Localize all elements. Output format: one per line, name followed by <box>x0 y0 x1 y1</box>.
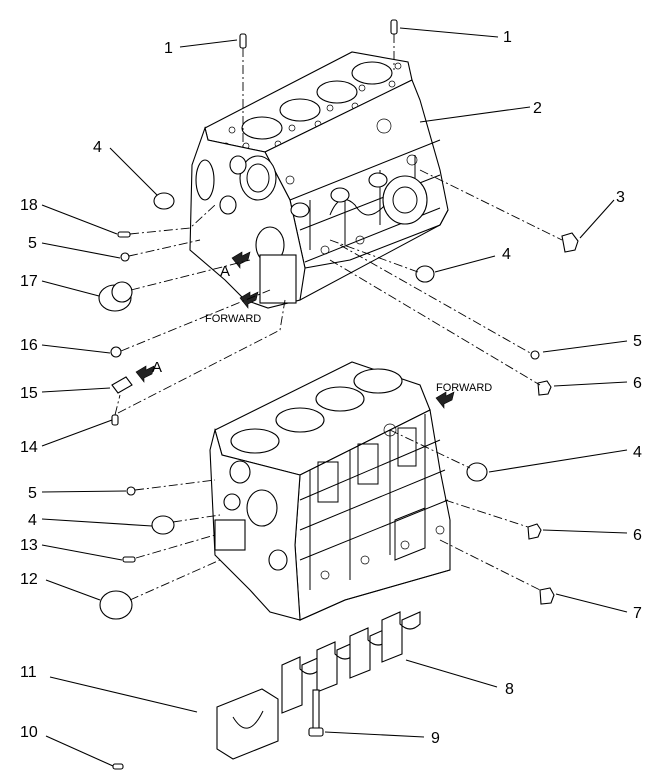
bolt-9 <box>312 689 320 731</box>
forward-arrow-upper-icon <box>239 291 259 309</box>
callout-18: 18 <box>20 197 38 214</box>
dowel-pin-1a <box>239 33 247 49</box>
dowel-13 <box>122 556 136 563</box>
direction-markers: A FORWARD A FORWARD <box>135 251 492 409</box>
expansion-plug-c <box>466 462 488 482</box>
plug-3 <box>561 232 579 253</box>
callout-5a: 5 <box>28 235 37 252</box>
callout-7: 7 <box>633 605 642 622</box>
bearing-cap-8a <box>281 656 321 714</box>
view-a-upper-label: A <box>220 263 230 280</box>
callout-5b: 5 <box>633 333 642 350</box>
plug-5c <box>126 486 136 496</box>
callout-1b: 1 <box>503 29 512 46</box>
expansion-plug-b <box>415 265 435 283</box>
dowel-10 <box>112 763 124 770</box>
callout-6a: 6 <box>633 375 642 392</box>
callout-4b: 4 <box>502 246 511 263</box>
bearing-cap-8b <box>316 641 356 693</box>
dowel-pin-1b <box>390 19 398 35</box>
cylinder-block-lower <box>209 361 451 621</box>
view-a-lower-label: A <box>152 359 162 376</box>
plug-7 <box>539 587 555 605</box>
dowel-18 <box>117 231 131 238</box>
bearing-cap-8d <box>381 611 421 663</box>
callout-17: 17 <box>20 273 38 290</box>
callout-6b: 6 <box>633 527 642 544</box>
callout-9: 9 <box>431 730 440 747</box>
callout-4a: 4 <box>93 139 102 156</box>
callout-5c: 5 <box>28 485 37 502</box>
leader-lines <box>41 27 628 767</box>
callout-13: 13 <box>20 537 38 554</box>
expansion-plug-d <box>151 515 175 535</box>
callout-1a: 1 <box>164 40 173 57</box>
callout-12: 12 <box>20 571 38 588</box>
callout-3: 3 <box>616 189 625 206</box>
plug-16 <box>110 346 122 358</box>
bearing-cap-11 <box>216 688 279 760</box>
plug-6a <box>537 380 552 396</box>
sleeve-15 <box>111 376 133 394</box>
plug-5b <box>530 350 540 360</box>
plug-6b <box>527 523 542 540</box>
callout-10: 10 <box>20 724 38 741</box>
expansion-plug-a <box>153 192 175 210</box>
small-parts <box>98 19 579 770</box>
cylinder-block-upper <box>189 51 449 309</box>
callout-2: 2 <box>533 100 542 117</box>
dowel-14 <box>111 414 119 426</box>
plug-5a <box>120 252 130 262</box>
callout-16: 16 <box>20 337 38 354</box>
forward-lower-label: FORWARD <box>436 382 492 394</box>
callout-8: 8 <box>505 681 514 698</box>
forward-arrow-lower-icon <box>435 391 455 409</box>
callout-11: 11 <box>20 664 37 681</box>
callout-4c: 4 <box>633 444 642 461</box>
view-arrow-upper-icon <box>231 251 251 269</box>
callout-numbers: 1 1 2 3 4 4 4 4 5 5 5 6 6 7 8 9 10 11 12… <box>20 29 642 747</box>
callout-4d: 4 <box>28 512 37 529</box>
forward-upper-label: FORWARD <box>205 313 261 325</box>
callout-14: 14 <box>20 439 38 456</box>
view-arrow-lower-icon <box>135 365 155 383</box>
callout-15: 15 <box>20 385 38 402</box>
cap-12 <box>99 590 133 620</box>
